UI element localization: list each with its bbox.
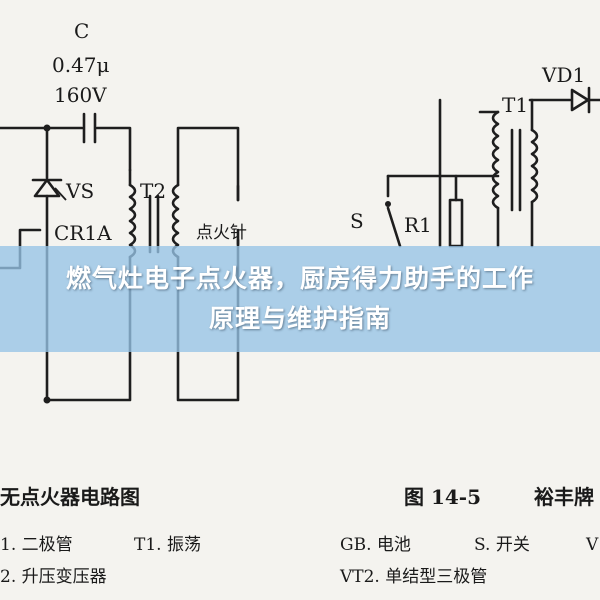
right-legend-v: V <box>585 535 599 555</box>
secondary-coil <box>171 183 180 259</box>
banner-title: 燃气灶电子点火器，厨房得力助手的工作原理与维护指南 <box>65 264 534 333</box>
primary-coil <box>128 183 137 259</box>
left-legend-1a: 1. 二极管 <box>0 535 73 555</box>
capacitor-name: C <box>74 19 89 43</box>
scr-label: CR1A <box>54 221 112 245</box>
left-legend-1b: T1. 振荡 <box>134 535 201 555</box>
ignition-needle-label: 点火针 <box>196 223 247 243</box>
right-caption-fig: 图 14-5 <box>404 485 481 509</box>
right-caption-title: 裕丰牌 <box>534 485 594 509</box>
switch-contact <box>385 201 391 207</box>
transformer-t2-label: T2 <box>140 179 166 203</box>
resistor-r1 <box>448 198 464 248</box>
title-banner: 燃气灶电子点火器，厨房得力助手的工作原理与维护指南 <box>0 246 600 352</box>
secondary-top <box>176 126 240 202</box>
left-caption: 无点火器电路图 <box>0 485 140 509</box>
right-legend-vt2: VT2. 单结型三极管 <box>339 567 487 587</box>
capacitor-right-wire <box>95 126 132 172</box>
switch-blade <box>386 206 402 248</box>
vd1-triangle <box>570 88 590 112</box>
capacitor-value: 0.47μ <box>52 53 110 77</box>
right-legend-gb: GB. 电池 <box>340 535 411 555</box>
right-circuit: VD1 T1 S R1 图 14-5 裕丰牌 GB. 电池 S. 开关 V VT… <box>339 63 600 587</box>
capacitor-voltage: 160V <box>54 83 107 107</box>
scr-gate <box>54 187 67 201</box>
t1-secondary-coil <box>530 128 539 204</box>
switch-label: S <box>350 209 364 233</box>
diode-label: VS <box>65 179 94 203</box>
t1-primary-coil <box>491 110 500 210</box>
resistor-label: R1 <box>404 213 432 237</box>
t1-label: T1 <box>502 93 528 117</box>
vd1-label: VD1 <box>541 63 585 87</box>
right-legend-s: S. 开关 <box>474 535 530 555</box>
left-legend-2: 2. 升压变压器 <box>0 567 107 587</box>
